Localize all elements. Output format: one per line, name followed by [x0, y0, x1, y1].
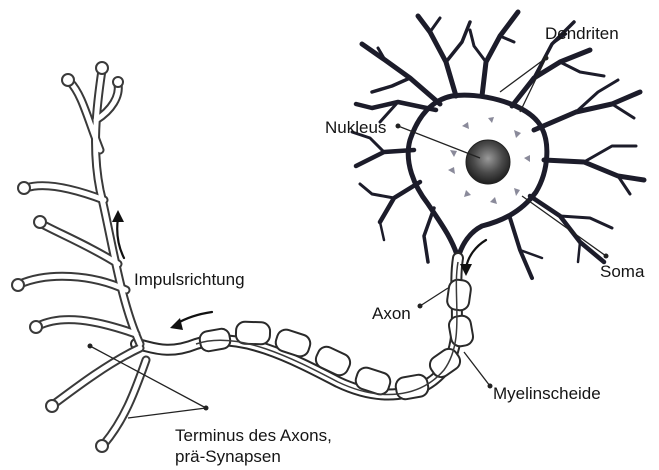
- myelin-label: Myelinscheide: [493, 384, 601, 404]
- nucleus-label: Nukleus: [325, 118, 386, 138]
- terminal-label-line2: prä-Synapsen: [175, 447, 281, 467]
- dendrites-label: Dendriten: [545, 24, 619, 44]
- axon-label: Axon: [372, 304, 411, 324]
- nucleus: [466, 140, 510, 184]
- impulse-direction-label: Impulsrichtung: [134, 270, 245, 290]
- terminal-label-line1: Terminus des Axons,: [175, 426, 332, 446]
- axon-terminals: [12, 62, 146, 452]
- soma-label: Soma: [600, 262, 644, 282]
